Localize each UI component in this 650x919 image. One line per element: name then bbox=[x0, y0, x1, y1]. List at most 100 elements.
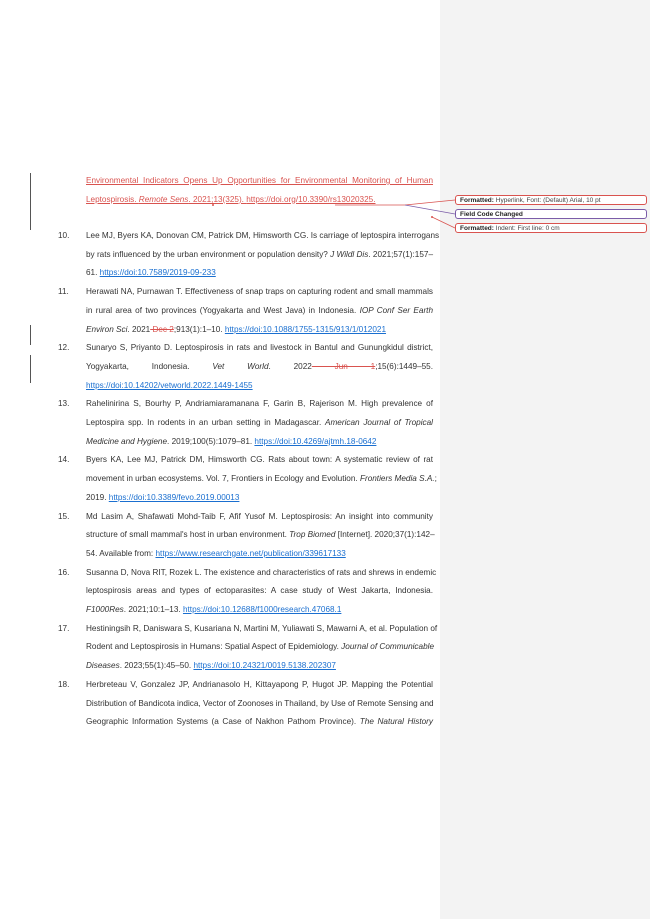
doi-link[interactable]: https://doi:10.7589/2019-09-233 bbox=[99, 268, 216, 278]
reference-text: in rural area of two provinces (Yogyakar… bbox=[86, 305, 360, 315]
journal-title: Journal of Communicable bbox=[341, 642, 435, 652]
doi-link[interactable]: https://doi:10.14202/vetworld.2022.1449-… bbox=[86, 380, 253, 390]
reference-text: Susanna D, Nova RIT, Rozek L. The existe… bbox=[86, 567, 437, 577]
reference-text: movement in urban ecosystems. Vol. 7, Fr… bbox=[86, 474, 360, 484]
journal-title: Diseases bbox=[86, 661, 120, 671]
reference-text: . 2021;13(325). bbox=[188, 194, 247, 204]
reference-text: . 2023;55(1):45–50. bbox=[119, 661, 194, 671]
reference-line: leptospirosis areas and types of ectopar… bbox=[86, 586, 433, 596]
reference-text: . 2022 bbox=[268, 361, 312, 371]
reference-number: 16. bbox=[58, 567, 70, 577]
reference-number: 14. bbox=[58, 455, 70, 465]
reference-line: F1000Res. 2021;10:1–13. https://doi:10.1… bbox=[86, 605, 433, 615]
comment-text: Hyperlink, Font: (Default) Arial, 10 pt bbox=[493, 197, 601, 204]
reference-text: leptospirosis areas and types of ectopar… bbox=[86, 586, 433, 596]
reference-line: Diseases. 2023;55(1):45–50. https://doi:… bbox=[86, 661, 433, 671]
journal-title: Medicine and Hygiene bbox=[86, 436, 168, 446]
reference-text: Leptospira spp. In rodents in an urban s… bbox=[86, 418, 326, 427]
reference-line: Yogyakarta, Indonesia. Vet World. 2022 J… bbox=[86, 362, 433, 372]
reference-text: Leptospirosis. bbox=[86, 194, 139, 204]
journal-title: Environ Sci bbox=[86, 324, 128, 334]
journal-title: Remote Sens bbox=[138, 194, 189, 204]
reference-text: Distribution of Bandicota indica, Vector… bbox=[86, 698, 434, 708]
reference-line: Herbreteau V, Gonzalez JP, Andrianasolo … bbox=[86, 680, 433, 690]
reference-text: . 2019;100(5):1079–81. bbox=[167, 436, 255, 446]
change-bar bbox=[30, 325, 31, 345]
journal-title: Trop Biomed bbox=[289, 530, 336, 540]
journal-title: Frontiers Media S.A. bbox=[359, 474, 435, 484]
doi-link[interactable]: https://doi:10.4269/ajtmh.18-0642 bbox=[254, 436, 377, 446]
doi-link[interactable]: https://doi.org/10.3390/rs13020325. bbox=[246, 194, 376, 204]
reference-line: Rahelinirina S, Bourhy P, Andriamiaraman… bbox=[86, 399, 433, 409]
reference-text: . 2021 bbox=[127, 324, 151, 334]
reference-line: Susanna D, Nova RIT, Rozek L. The existe… bbox=[86, 567, 437, 578]
reference-number: 10. bbox=[58, 231, 70, 240]
reference-line: 61. https://doi:10.7589/2019-09-233 bbox=[86, 268, 433, 278]
comment-label: Formatted: bbox=[460, 225, 494, 232]
reference-text: Byers KA, Lee MJ, Patrick DM, Himsworth … bbox=[86, 455, 433, 465]
journal-title: American Journal of Tropical bbox=[325, 418, 433, 427]
doi-link[interactable]: https://doi:10.24321/0019.5138.202307 bbox=[193, 661, 336, 671]
reference-line: movement in urban ecosystems. Vol. 7, Fr… bbox=[86, 474, 437, 484]
reference-text: Geographic Information Systems (a Case o… bbox=[86, 717, 360, 727]
comment-balloon-formatted-hyperlink[interactable]: Formatted: Hyperlink, Font: (Default) Ar… bbox=[455, 195, 647, 205]
reference-text: Rahelinirina S, Bourhy P, Andriamiaraman… bbox=[86, 399, 433, 409]
journal-title: Vet World bbox=[212, 361, 269, 371]
comment-label: Formatted: bbox=[460, 197, 494, 204]
reference-line: Leptospira spp. In rodents in an urban s… bbox=[86, 418, 433, 428]
reference-text: Rodent and Leptospirosis in Humans: Spat… bbox=[86, 642, 342, 652]
reference-text: Herbreteau V, Gonzalez JP, Andrianasolo … bbox=[86, 679, 433, 689]
reference-line: Environmental Indicators Opens Up Opport… bbox=[86, 176, 433, 186]
reference-text: Environmental Indicators Opens Up Opport… bbox=[86, 176, 433, 185]
reference-text: Lee MJ, Byers KA, Donovan CM, Patrick DM… bbox=[86, 231, 440, 240]
journal-title: The Natural History bbox=[359, 717, 433, 727]
reference-number: 13. bbox=[58, 399, 70, 409]
reference-text: Herawati NA, Purnawan T. Effectiveness o… bbox=[86, 287, 433, 297]
reference-line: 2019. https://doi:10.3389/fevo.2019.0001… bbox=[86, 493, 433, 503]
reference-line: by rats influenced by the urban environm… bbox=[86, 250, 433, 260]
reference-number: 12. bbox=[58, 343, 70, 353]
reference-text: 61. bbox=[86, 268, 100, 278]
reference-line: 54. Available from: https://www.research… bbox=[86, 549, 433, 559]
doi-link[interactable]: https://doi:10.3389/fevo.2019.00013 bbox=[108, 492, 240, 502]
comment-balloon-formatted-indent[interactable]: Formatted: Indent: First line: 0 cm bbox=[455, 223, 647, 233]
deleted-text: Dec 2 bbox=[150, 324, 174, 334]
reference-number: 11. bbox=[58, 287, 69, 297]
reference-text: Yogyakarta, Indonesia. bbox=[86, 361, 213, 371]
reference-line: Hestiningsih R, Daniswara S, Kusariana N… bbox=[86, 624, 437, 634]
journal-title: F1000Res bbox=[86, 605, 124, 614]
change-bar bbox=[30, 173, 31, 230]
change-bar bbox=[30, 355, 31, 383]
reference-line: Distribution of Bandicota indica, Vector… bbox=[86, 698, 434, 709]
reference-line: Herawati NA, Purnawan T. Effectiveness o… bbox=[86, 287, 433, 297]
reference-text: 2019. bbox=[86, 492, 109, 502]
doi-link[interactable]: https://doi:10.12688/f1000research.47068… bbox=[182, 605, 342, 614]
reference-text: . 2021;57(1):157– bbox=[368, 249, 434, 259]
reference-number: 15. bbox=[58, 511, 70, 521]
reference-line: Lee MJ, Byers KA, Donovan CM, Patrick DM… bbox=[86, 231, 439, 241]
journal-title: IOP Conf Ser Earth bbox=[359, 305, 434, 315]
reference-line: Environ Sci. 2021 Dec 2;913(1):1–10. htt… bbox=[86, 325, 433, 335]
comment-balloon-field-code-changed[interactable]: Field Code Changed bbox=[455, 209, 647, 219]
reference-line: Medicine and Hygiene. 2019;100(5):1079–8… bbox=[86, 437, 433, 447]
reference-text: ;913(1):1–10. bbox=[173, 324, 225, 334]
reference-line: Rodent and Leptospirosis in Humans: Spat… bbox=[86, 642, 435, 652]
reference-line: Geographic Information Systems (a Case o… bbox=[86, 717, 433, 727]
reference-text: ;15(6):1449–55. bbox=[375, 361, 433, 371]
reference-number: 17. bbox=[58, 623, 70, 633]
reference-number: 18. bbox=[58, 679, 70, 689]
reference-text: ; bbox=[434, 474, 437, 484]
doi-link[interactable]: https://doi:10.1088/1755-1315/913/1/0120… bbox=[224, 324, 387, 334]
markup-margin-pane bbox=[440, 0, 650, 919]
reference-line: Sunaryo S, Priyanto D. Leptospirosis in … bbox=[86, 343, 433, 353]
comment-label: Field Code Changed bbox=[460, 211, 523, 218]
reference-line: in rural area of two provinces (Yogyakar… bbox=[86, 306, 433, 316]
reference-line: Byers KA, Lee MJ, Patrick DM, Himsworth … bbox=[86, 455, 433, 465]
reference-line: Leptospirosis. Remote Sens. 2021;13(325)… bbox=[86, 195, 433, 205]
reference-text: [Internet]. 2020;37(1):142– bbox=[335, 530, 435, 540]
reference-text: . 2021;10:1–13. bbox=[123, 605, 183, 614]
doi-link[interactable]: https://www.researchgate.net/publication… bbox=[155, 548, 346, 558]
deleted-text: Jun 1 bbox=[311, 361, 376, 371]
reference-text: Hestiningsih R, Daniswara S, Kusariana N… bbox=[86, 623, 438, 633]
